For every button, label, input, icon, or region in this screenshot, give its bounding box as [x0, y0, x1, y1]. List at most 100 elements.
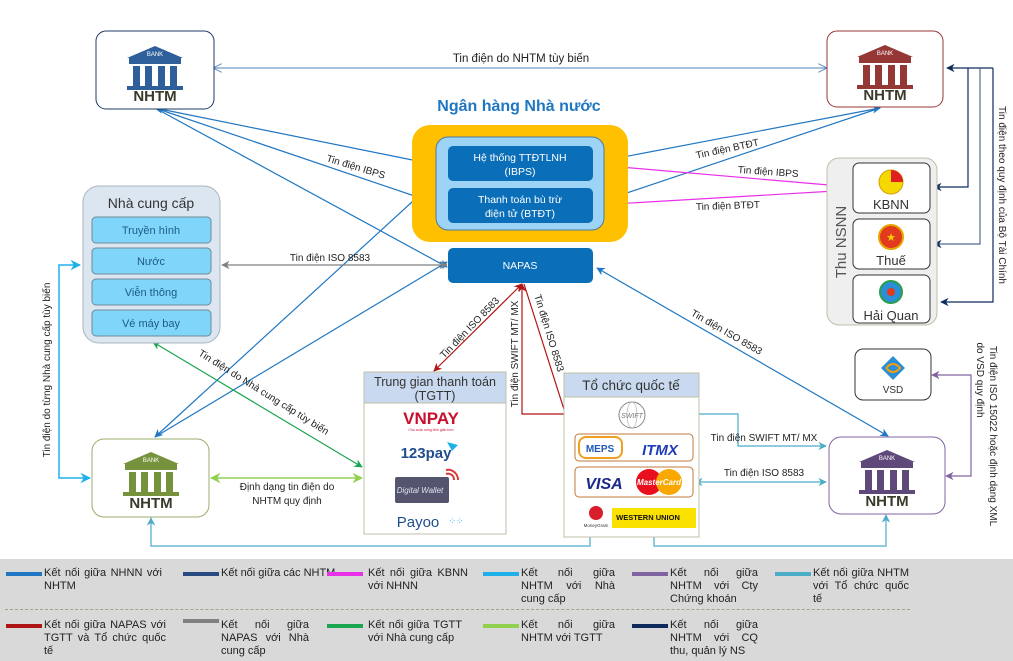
tgtt-item-payoo[interactable]: Payoo ⁘⁘ — [397, 514, 464, 531]
provider-item-tv[interactable]: Truyền hình — [91, 216, 212, 244]
provider-item-label: Viễn thông — [125, 286, 177, 299]
intl-item-moneygram[interactable]: MoneyGram — [584, 506, 609, 528]
legend-text: Kết nối giữa TGTT với Nhà cung cấp — [368, 619, 462, 644]
label-btdt-right-2: Tin điện BTĐT — [696, 200, 760, 213]
node-nhtm-top-left[interactable]: BANK NHTM — [95, 30, 215, 110]
legend-text: Kết nối giữa KBNN với NHNN — [368, 567, 468, 592]
bank-icon-text: BANK — [143, 458, 159, 464]
western-union-label: WESTERN UNION — [616, 513, 680, 522]
providers-title: Nhà cung cấp — [108, 195, 195, 211]
legend: Kết nối giữa NHNN với NHTM Kết nối giữa … — [0, 559, 1013, 661]
bank-icon-text: BANK — [147, 52, 163, 58]
label-nhtm-format-line1: Định dạng tin điện do — [240, 482, 335, 493]
legend-text: Kết nối giữa NAPAS với Nhà cung cấp — [221, 619, 309, 657]
tax-emblem-star-icon: ★ — [886, 232, 896, 244]
legend-swatch — [483, 624, 519, 628]
123pay-flag-icon — [447, 442, 458, 451]
legend-text: Kết nối giữa NHTM với Tổ chức quốc tế — [813, 567, 909, 605]
provider-item-label: Truyền hình — [122, 225, 180, 237]
budget-item-label: KBNN — [873, 197, 909, 212]
link-napas-nhtm-br — [596, 267, 889, 437]
123pay-logo-icon: 123pay — [401, 445, 453, 462]
label-provider-each: Tin điện do từng Nhà cung cấp tùy biến — [41, 283, 53, 458]
legend-text: Kết nối giữa NHTM với TGTT — [521, 619, 615, 644]
budget-item-tax[interactable]: ★ Thuế — [852, 218, 931, 270]
legend-swatch — [327, 572, 363, 576]
customs-emblem-center-icon — [887, 288, 895, 296]
link-napas-tgtt — [433, 283, 523, 372]
provider-item-water[interactable]: Nước — [91, 247, 212, 275]
legend-text: Kết nối giữa NHNN với NHTM — [44, 567, 162, 592]
budget-item-label: Thuế — [876, 253, 906, 268]
legend-item-nhtm-budget: Kết nối giữa NHTM với CQ thu, quản lý NS — [632, 619, 758, 658]
intl-item-visa-mastercard[interactable]: VISA MasterCard — [574, 466, 694, 498]
legend-swatch — [6, 624, 42, 628]
legend-swatch — [183, 619, 219, 623]
intl-item-swift[interactable]: SWIFT — [618, 401, 646, 429]
legend-swatch — [632, 572, 668, 576]
label-iso-napas-nhtm-right: Tin điện ISO 8583 — [689, 308, 764, 358]
tgtt-item-vnpay[interactable]: VNPAY Cho cuộc sống đơn giản hơn — [403, 409, 459, 432]
label-ibps-right: Tin điện IBPS — [737, 165, 799, 180]
label-iso-intl: Tin điện ISO 8583 — [724, 468, 805, 479]
bank-icon-text: BANK — [879, 456, 895, 462]
budget-item-kbnn[interactable]: KBNN — [852, 162, 931, 214]
legend-item-nhtm-securities: Kết nối giữa NHTM với Cty Chứng khoán — [632, 567, 758, 606]
meps-label: MEPS — [586, 444, 615, 455]
legend-divider — [5, 609, 910, 610]
node-btdt[interactable]: Thanh toán bù trừ điện tử (BTĐT) — [448, 188, 593, 223]
itmx-label: ITMX — [642, 442, 679, 459]
mastercard-yellow-circle-icon — [656, 469, 682, 495]
node-label: NHTM — [133, 88, 176, 105]
moneygram-label: MoneyGram — [584, 523, 609, 528]
vsd-logo-icon — [881, 356, 905, 380]
budget-item-label: Hải Quan — [864, 308, 919, 323]
node-nhtm-bottom-left[interactable]: BANK NHTM — [91, 438, 210, 518]
legend-swatch — [183, 572, 219, 576]
vnpay-logo-icon: VNPAY — [403, 409, 459, 428]
mastercard-red-circle-icon — [636, 469, 662, 495]
vnpay-tagline: Cho cuộc sống đơn giản hơn — [408, 428, 453, 432]
link-mof-kbnn — [933, 68, 969, 192]
node-nhtm-bottom-right[interactable]: BANK NHTM — [828, 436, 946, 515]
node-ibps[interactable]: Hệ thống TTĐTLNH (IBPS) — [448, 146, 593, 181]
label-mof-rules: Tin điện theo quy định của Bộ Tài Chính — [996, 106, 1008, 284]
link-mof-thue — [933, 68, 981, 249]
provider-item-telecom[interactable]: Viễn thông — [91, 278, 212, 306]
moneygram-logo-icon — [589, 506, 603, 520]
ibps-line1: Hệ thống TTĐTLNH — [473, 152, 566, 164]
tgtt-title-line1: Trung gian thanh toán — [374, 375, 496, 389]
intl-item-western-union[interactable]: WESTERN UNION — [612, 508, 696, 528]
node-napas[interactable]: NAPAS — [448, 248, 593, 283]
link-provider-tgtt — [152, 341, 363, 468]
tgtt-item-digital-wallet[interactable]: Digital Wallet — [395, 468, 460, 503]
provider-item-airline[interactable]: Vé máy bay — [91, 309, 212, 337]
swift-globe-meridian-icon — [626, 401, 638, 429]
label-nhtm-custom: Tin điện do NHTM tùy biến — [453, 53, 589, 65]
link-nhtm-br-wu — [649, 514, 891, 547]
node-tgtt: Trung gian thanh toán (TGTT) — [363, 371, 507, 535]
budget-title: Thu NSNN — [833, 206, 850, 279]
label-provider-custom: Tin điện do Nhà cung cấp tùy biến — [196, 347, 331, 437]
label-nhtm-format-line2: NHTM quy định — [252, 496, 321, 507]
node-vsd[interactable]: VSD — [854, 348, 932, 401]
link-nhtm-bl-provider — [58, 259, 92, 484]
label-swift-napas: Tin điện SWIFT MT/ MX — [510, 300, 521, 407]
tgtt-item-123pay[interactable]: 123pay — [401, 442, 458, 462]
link-nhtm-br-vsd — [931, 370, 972, 481]
link-nhtm-tl-ibps — [154, 105, 448, 170]
legend-item-napas-provider: Kết nối giữa NAPAS với Nhà cung cấp — [183, 619, 309, 658]
tax-emblem-icon — [878, 224, 904, 250]
btdt-line2: điện tử (BTĐT) — [485, 208, 555, 220]
budget-item-customs[interactable]: Hải Quan — [852, 274, 931, 324]
provider-item-label: Nước — [137, 256, 166, 268]
label-iso-napas-tgtt: Tin điện ISO 8583 — [438, 295, 502, 361]
napas-label: NAPAS — [503, 260, 538, 272]
intl-item-meps-itmx[interactable]: MEPS ITMX — [574, 433, 694, 462]
label-swift-intl: Tin điện SWIFT MT/ MX — [711, 433, 818, 444]
link-nhtm-bl-moneygram — [146, 517, 595, 547]
node-nhtm-top-right[interactable]: BANK NHTM — [826, 30, 944, 108]
intl-title: Tổ chức quốc tế — [582, 378, 680, 393]
legend-swatch — [775, 572, 811, 576]
